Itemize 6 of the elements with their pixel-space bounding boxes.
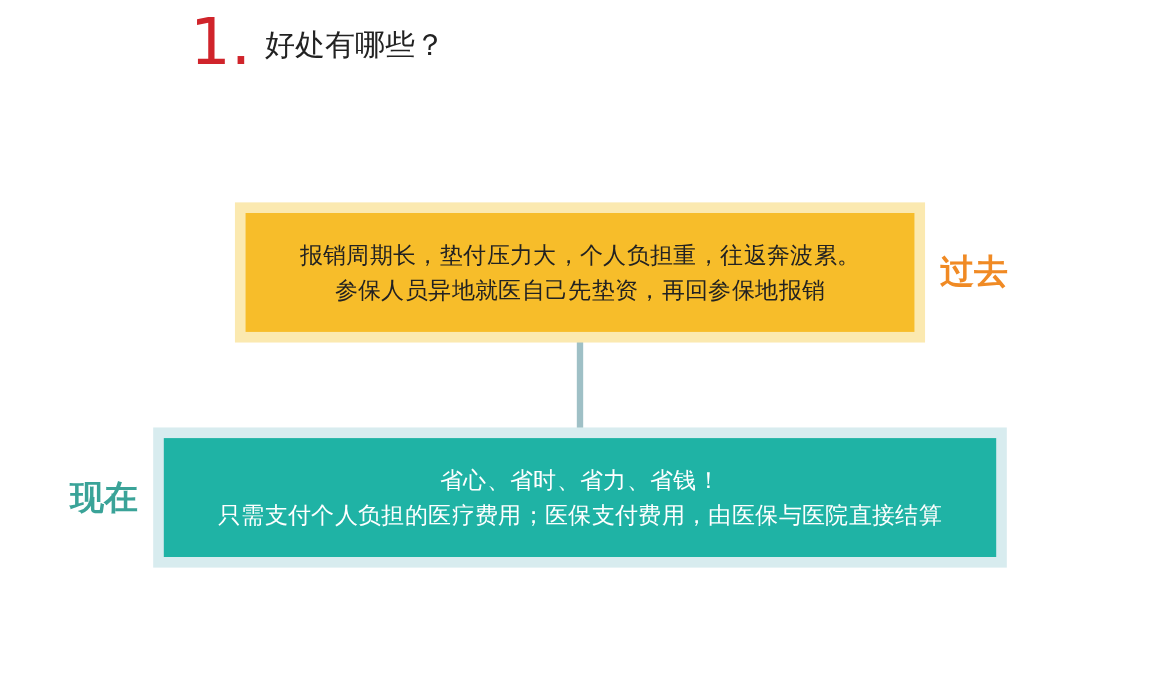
section-number: 1.	[190, 10, 252, 74]
time-label: 过去	[939, 250, 1008, 294]
time-label: 现在	[70, 475, 139, 519]
text-card: 报销周期长，垫付压力大，个人负担重，往返奔波累。 参保人员异地就医自己先垫资，再回参保地报销	[234, 202, 926, 343]
title: 好处有哪些？	[265, 26, 446, 64]
text-card: 省心、省时、省力、省钱！ 只需支付个人负担的医疗费用；医保支付费用，由医保与医院直接结算	[153, 427, 1007, 568]
